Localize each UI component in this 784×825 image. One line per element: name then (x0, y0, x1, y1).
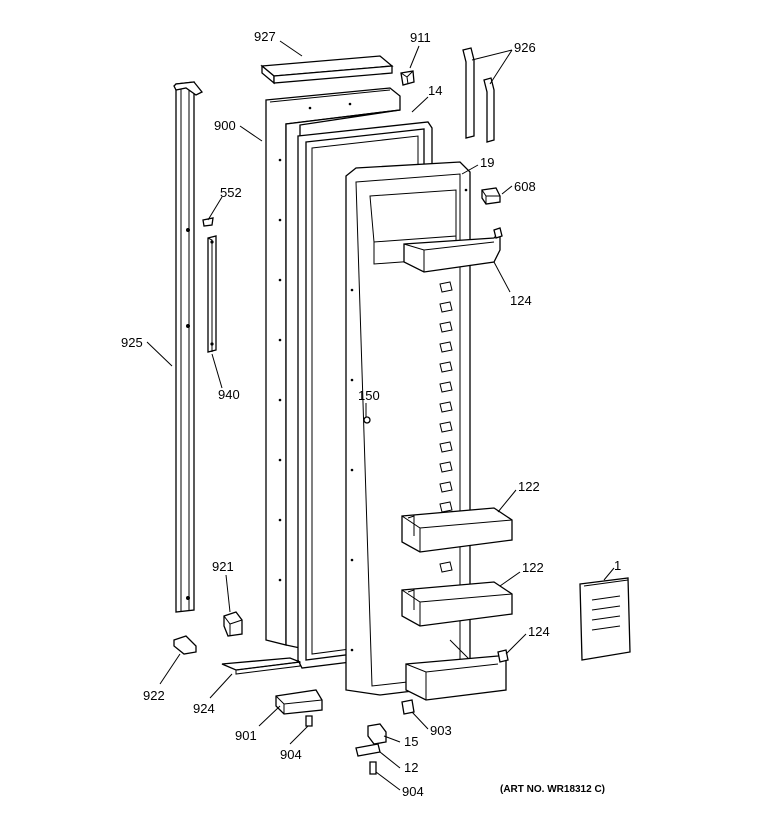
label-1: 1 (614, 558, 621, 573)
label-19: 19 (480, 155, 494, 170)
part-1-manual (579, 577, 631, 661)
label-608: 608 (514, 179, 536, 194)
label-15: 15 (404, 734, 418, 749)
part-904-screw-bottom (369, 761, 377, 775)
label-904-left: 904 (280, 747, 302, 762)
label-921: 921 (212, 559, 234, 574)
label-150: 150 (358, 388, 380, 403)
part-122-bin-upper (401, 507, 513, 553)
part-911-plug (400, 70, 415, 86)
label-904-bottom: 904 (402, 784, 424, 799)
label-900: 900 (214, 118, 236, 133)
part-921-bracket (223, 611, 243, 637)
label-124-upper: 124 (510, 293, 532, 308)
part-150-screw (363, 416, 371, 424)
label-926: 926 (514, 40, 536, 55)
label-122-upper: 122 (518, 479, 540, 494)
label-903: 903 (430, 723, 452, 738)
label-924: 924 (193, 701, 215, 716)
part-124-upper-bin (403, 227, 503, 273)
part-922-hinge-piece (173, 635, 197, 655)
part-124-lower-bin (405, 649, 509, 701)
part-608-switch (481, 187, 501, 205)
part-903-foot (401, 699, 415, 715)
label-12: 12 (404, 760, 418, 775)
part-122-bin-lower (401, 581, 513, 627)
leader-lines (146, 40, 615, 791)
label-922: 922 (143, 688, 165, 703)
art-number: (ART NO. WR18312 C) (500, 784, 605, 795)
label-901: 901 (235, 728, 257, 743)
label-940: 940 (218, 387, 240, 402)
part-12-bracket (355, 743, 381, 757)
label-14: 14 (428, 83, 442, 98)
label-911: 911 (410, 30, 431, 45)
part-15-hinge (367, 723, 387, 745)
part-901-bottom-cap (275, 689, 323, 715)
label-122-lower: 122 (522, 560, 544, 575)
part-940-bracket (207, 235, 217, 353)
label-925: 925 (121, 335, 143, 350)
part-925-channel (173, 81, 204, 613)
part-904-screw-left (305, 715, 313, 727)
part-552-screw (202, 217, 214, 227)
label-124-lower: 124 (528, 624, 550, 639)
label-552: 552 (220, 185, 242, 200)
part-labels: 927 911 926 14 900 19 608 552 124 925 94… (121, 29, 621, 799)
part-924-bottom-rail (221, 657, 301, 675)
label-927: 927 (254, 29, 276, 44)
part-927-top-cap (260, 55, 394, 85)
part-926-trim-strips (462, 47, 495, 143)
